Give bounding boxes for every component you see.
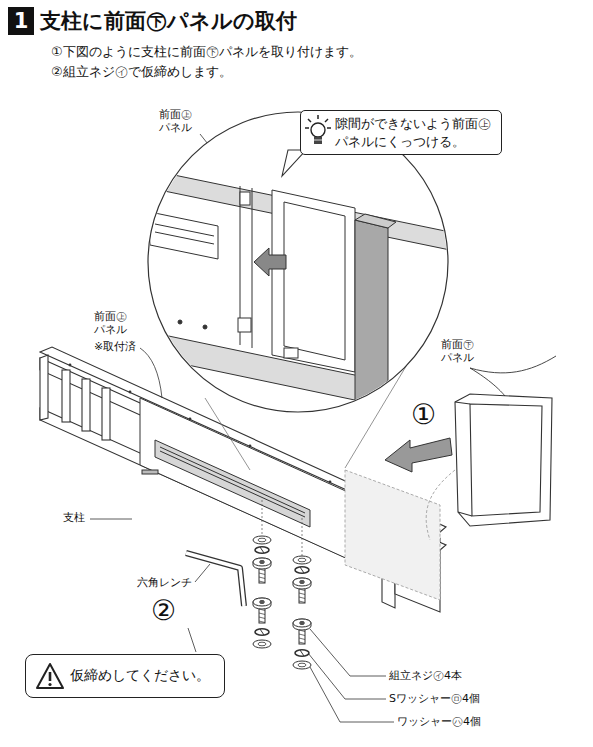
- front-lower-panel: [455, 356, 556, 526]
- part-label: 組立ネジ㋑4本: [388, 669, 463, 682]
- part-label: 前面㊤ パネル: [93, 310, 131, 336]
- part-label: 六角レンチ: [136, 576, 193, 589]
- ghost-panel: [345, 470, 455, 600]
- part-label: 支柱: [62, 511, 86, 524]
- guide-lines: [262, 500, 302, 556]
- callout-number: ①: [410, 398, 437, 432]
- node-text: 1: [8, 7, 34, 35]
- part-label: ワッシャー㋩4個: [396, 715, 482, 728]
- zoom-detail: [140, 168, 450, 420]
- node-text: 仮締めしてください。: [70, 667, 210, 685]
- instruction-text: ②組立ネジ㋑で仮締めします。: [50, 64, 233, 80]
- step-number-box: 1: [8, 7, 34, 35]
- tip-box: 隙間ができないよう前面㊤ パネルにくっつける。: [300, 110, 502, 155]
- move-arrow: [385, 438, 452, 472]
- hex-wrench: [186, 553, 244, 606]
- note-text: ※取付済: [93, 340, 137, 353]
- page-title: 支柱に前面㊦パネルの取付: [40, 7, 297, 35]
- instruction-text: ①下図のように支柱に前面㊦パネルを取り付けます。: [50, 44, 363, 60]
- callout-number: ②: [150, 594, 177, 628]
- front-upper-panel: [140, 398, 350, 560]
- warning-icon: [35, 662, 65, 690]
- node-text: 隙間ができないよう前面㊤ パネルにくっつける。: [335, 115, 495, 150]
- part-label: 前面㊤ パネル: [158, 108, 196, 134]
- part-label: Sワッシャー㋺4個: [388, 692, 481, 705]
- part-label: 前面㊦ パネル: [440, 338, 478, 364]
- lightbulb-icon: [305, 114, 331, 148]
- caution-box: 仮締めしてください。: [25, 654, 225, 698]
